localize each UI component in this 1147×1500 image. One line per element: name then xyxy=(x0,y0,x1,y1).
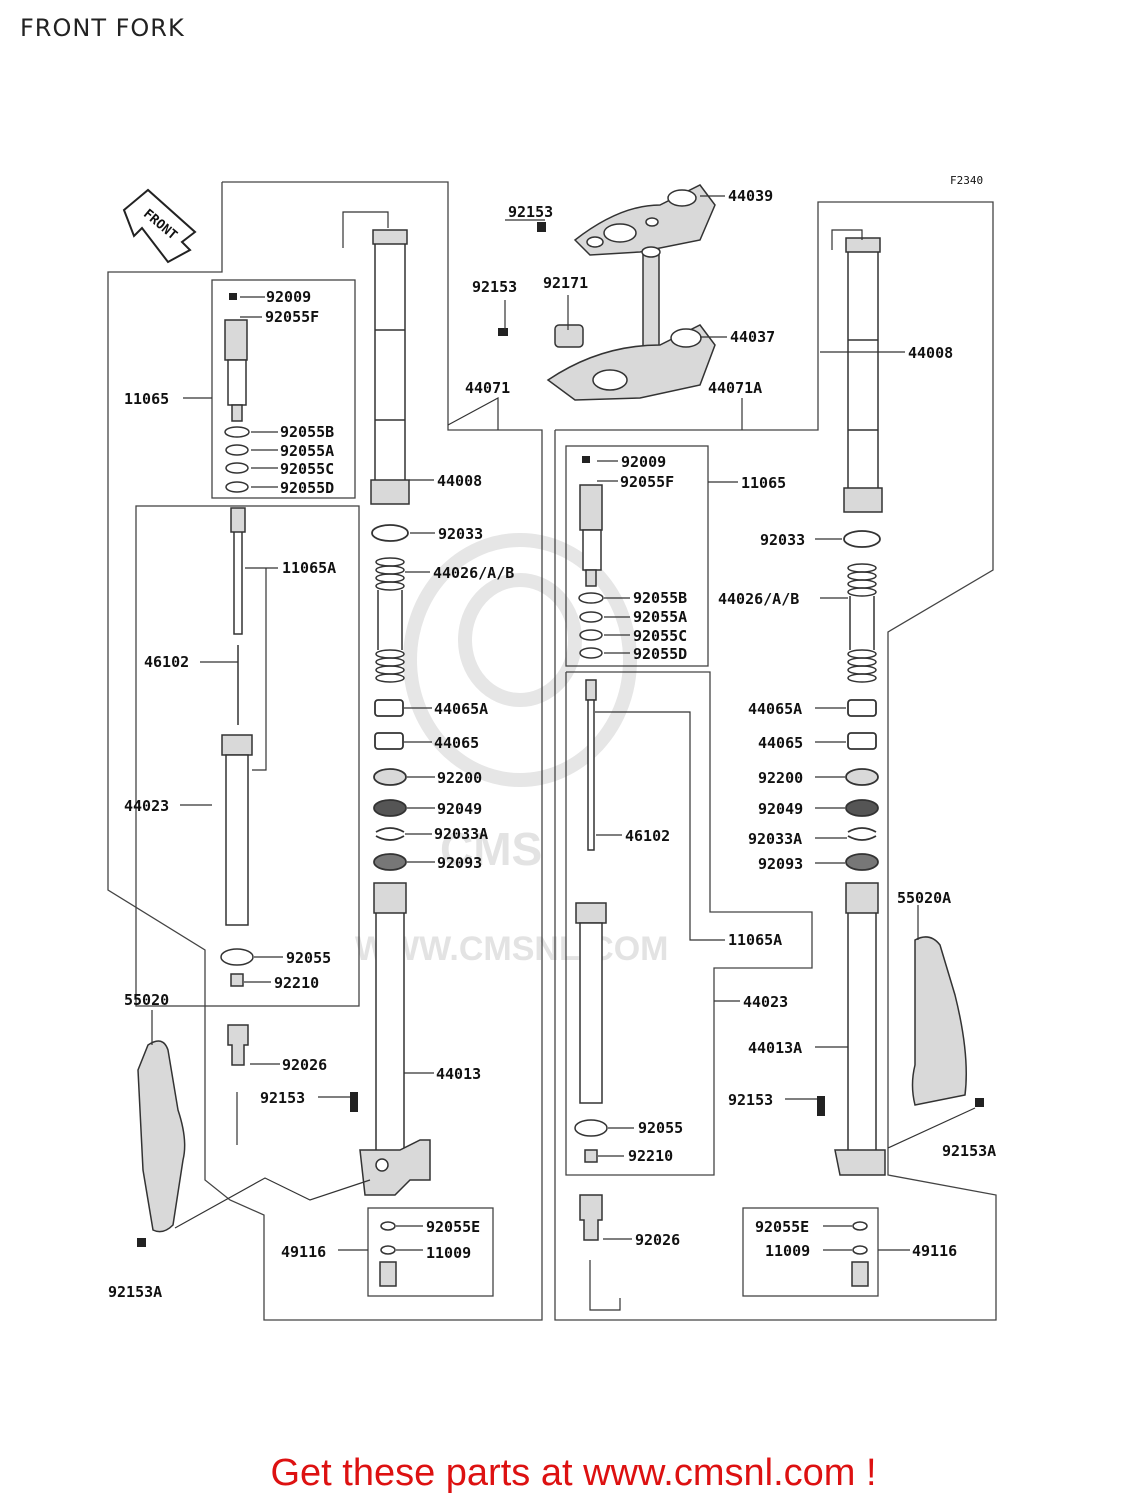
label-left-44065: 44065 xyxy=(434,734,479,752)
footer-cta-text[interactable]: Get these parts at www.cmsnl.com ! xyxy=(270,1452,877,1494)
label-left-92055: 92055 xyxy=(286,949,331,967)
label-right-44026: 44026/A/B xyxy=(718,590,799,608)
label-right-92033A: 92033A xyxy=(748,830,802,848)
label-right-92026: 92026 xyxy=(635,1231,680,1249)
page-title: FRONT FORK xyxy=(20,14,185,42)
label-right-92200: 92200 xyxy=(758,769,803,787)
watermark: CMS WWW.CMSNL.COM xyxy=(355,533,669,968)
label-right-92055D: 92055D xyxy=(633,645,687,663)
label-left-92153A: 92153A xyxy=(108,1283,162,1301)
left-fork-guard xyxy=(137,1040,186,1233)
group-outlines xyxy=(107,181,997,1321)
label-right-92153: 92153 xyxy=(728,1091,773,1109)
watermark-brand: CMS xyxy=(440,823,542,875)
label-right-92055C: 92055C xyxy=(633,627,687,645)
label-left-92033: 92033 xyxy=(438,525,483,543)
label-left-92055A: 92055A xyxy=(280,442,334,460)
watermark-url: WWW.CMSNL.COM xyxy=(355,930,669,968)
label-left-44008: 44008 xyxy=(437,472,482,490)
label-right-49116: 49116 xyxy=(912,1242,957,1260)
label-92153-mid: 92153 xyxy=(472,278,517,296)
part-labels: 92153 44039 92153 92171 44037 44071 4407… xyxy=(108,187,996,1301)
label-left-92009: 92009 xyxy=(266,288,311,306)
right-cartridge-assembly xyxy=(574,484,608,1241)
label-left-11009: 11009 xyxy=(426,1244,471,1262)
label-left-49116: 49116 xyxy=(281,1243,326,1261)
label-right-11065: 11065 xyxy=(741,474,786,492)
right-fork-spring xyxy=(847,563,877,683)
label-left-92055E: 92055E xyxy=(426,1218,480,1236)
label-right-92049: 92049 xyxy=(758,800,803,818)
upper-triple-clamp xyxy=(573,184,716,256)
label-right-92055: 92055 xyxy=(638,1119,683,1137)
label-left-44013: 44013 xyxy=(436,1065,481,1083)
label-left-11065A: 11065A xyxy=(282,559,336,577)
label-44037: 44037 xyxy=(730,328,775,346)
label-right-44023: 44023 xyxy=(743,993,788,1011)
label-right-55020A: 55020A xyxy=(897,889,951,907)
right-fork-guard xyxy=(911,936,967,1106)
label-right-92055F: 92055F xyxy=(620,473,674,491)
label-left-92210: 92210 xyxy=(274,974,319,992)
label-left-11065: 11065 xyxy=(124,390,169,408)
right-fork-inner-tube xyxy=(834,882,886,1176)
label-left-92033A: 92033A xyxy=(434,825,488,843)
label-left-92026: 92026 xyxy=(282,1056,327,1074)
label-44071A: 44071A xyxy=(708,379,762,397)
label-right-44013A: 44013A xyxy=(748,1039,802,1057)
label-right-92210: 92210 xyxy=(628,1147,673,1165)
right-fork-outer-tube xyxy=(843,237,883,513)
label-right-92055B: 92055B xyxy=(633,589,687,607)
label-left-92049: 92049 xyxy=(437,800,482,818)
label-left-92093: 92093 xyxy=(437,854,482,872)
label-left-92055C: 92055C xyxy=(280,460,334,478)
label-right-44008: 44008 xyxy=(908,344,953,362)
figure-code: F2340 xyxy=(950,174,983,187)
label-right-92093: 92093 xyxy=(758,855,803,873)
left-fork-spring xyxy=(375,557,405,683)
label-right-44065: 44065 xyxy=(758,734,803,752)
label-right-46102: 46102 xyxy=(625,827,670,845)
label-left-92200: 92200 xyxy=(437,769,482,787)
label-left-92055B: 92055B xyxy=(280,423,334,441)
label-44071: 44071 xyxy=(465,379,510,397)
label-left-92055D: 92055D xyxy=(280,479,334,497)
label-right-92153A: 92153A xyxy=(942,1142,996,1160)
label-left-55020: 55020 xyxy=(124,991,169,1009)
bolts xyxy=(137,222,984,1247)
left-cartridge-assembly xyxy=(220,319,254,1066)
label-right-44065A: 44065A xyxy=(748,700,802,718)
label-right-92033: 92033 xyxy=(760,531,805,549)
label-left-44065A: 44065A xyxy=(434,700,488,718)
left-seals-and-rings xyxy=(371,524,409,871)
left-fork-inner-tube xyxy=(359,882,431,1196)
label-right-92009: 92009 xyxy=(621,453,666,471)
leader-lines xyxy=(151,195,976,1311)
front-direction-arrow: FRONT xyxy=(122,188,197,264)
label-left-46102: 46102 xyxy=(144,653,189,671)
bottom-adjusters xyxy=(379,1221,869,1287)
label-left-44026: 44026/A/B xyxy=(433,564,514,582)
label-right-11065A: 11065A xyxy=(728,931,782,949)
label-right-92055A: 92055A xyxy=(633,608,687,626)
label-92153-top: 92153 xyxy=(508,203,553,221)
label-right-11009: 11009 xyxy=(765,1242,810,1260)
steering-stem-lower-clamp xyxy=(546,246,716,401)
label-92171: 92171 xyxy=(543,274,588,292)
left-fork-outer-tube xyxy=(370,229,410,505)
label-left-44023: 44023 xyxy=(124,797,169,815)
label-left-92153: 92153 xyxy=(260,1089,305,1107)
label-left-92055F: 92055F xyxy=(265,308,319,326)
label-44039: 44039 xyxy=(728,187,773,205)
right-seals-and-rings xyxy=(843,530,881,871)
label-right-92055E: 92055E xyxy=(755,1218,809,1236)
